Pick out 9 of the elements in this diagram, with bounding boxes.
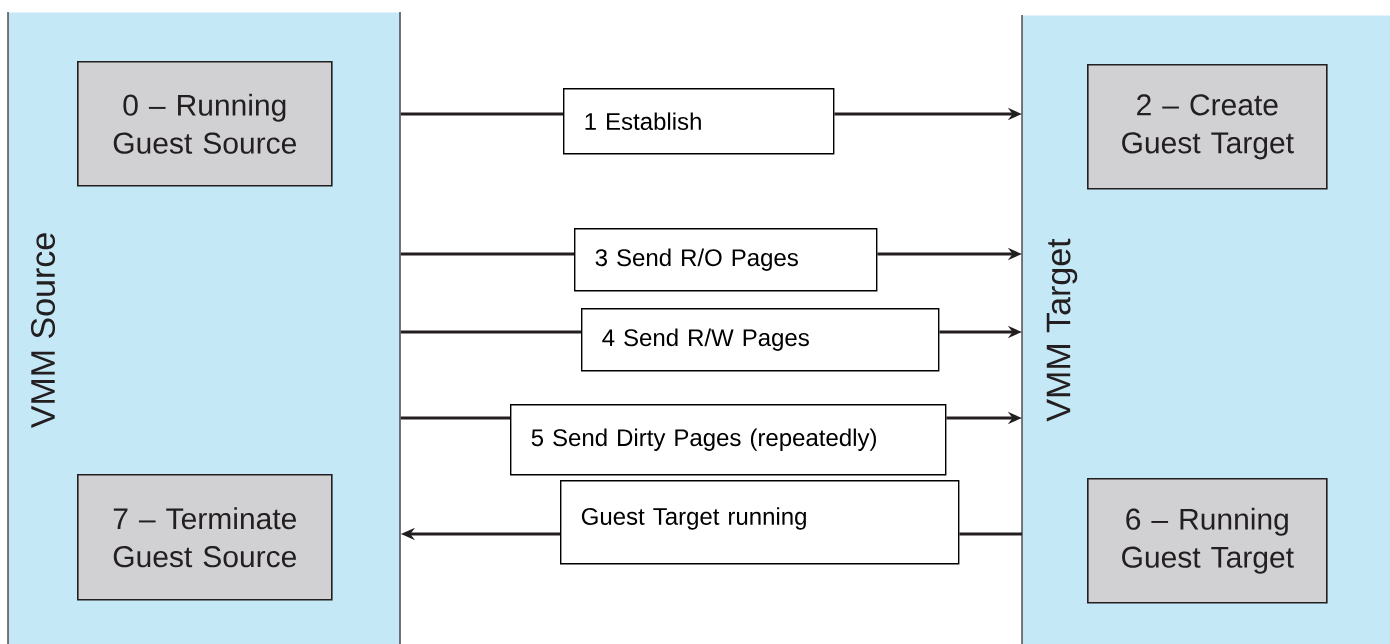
state-box: 6 – Running Guest Target: [1087, 478, 1328, 604]
message-box: 3 Send R/O Pages: [574, 228, 878, 292]
message-box: 4 Send R/W Pages: [581, 308, 940, 372]
message-box: 1 Establish: [563, 88, 835, 155]
state-box: 0 – Running Guest Source: [77, 61, 333, 187]
state-box: 7 – Terminate Guest Source: [77, 474, 333, 601]
message-box: 5 Send Dirty Pages (repeatedly): [510, 404, 947, 476]
message-box: Guest Target running: [560, 480, 960, 565]
state-box: 2 – Create Guest Target: [1087, 64, 1328, 190]
